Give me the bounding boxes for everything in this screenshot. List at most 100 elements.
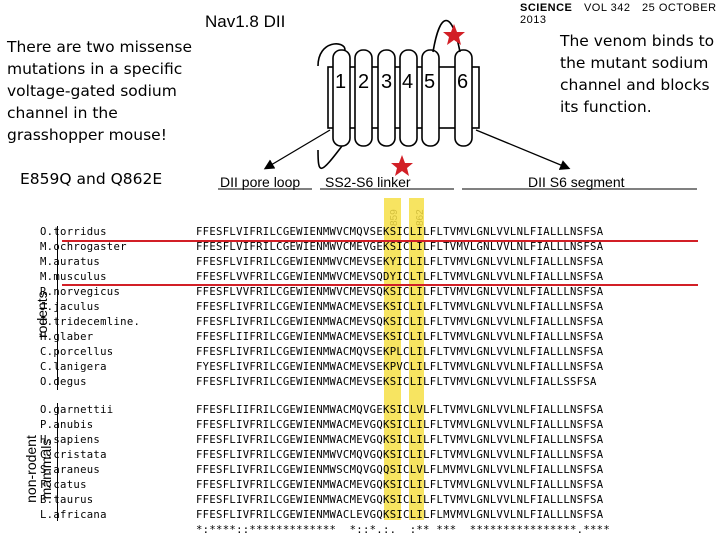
sequence-part-post: KPVCLILFLTVMVLGNLVVLNLFIALLLNSFSA (383, 360, 604, 373)
sequence-part-mid: VS (362, 345, 377, 358)
sequence-part-a: E (356, 375, 363, 388)
sequence-part-mid: VS (362, 270, 377, 283)
species-name: J.jaculus (40, 300, 101, 313)
callout-mutations: E859Q and Q862E (20, 170, 163, 188)
species-name: C.cristata (40, 448, 107, 461)
sequence-part-post: KSICLILFLTVMVLGNLVVLNLFIALLLNSFSA (383, 433, 604, 446)
sequence-part-mid: VG (362, 240, 377, 253)
sequence-part-b: Q (376, 508, 384, 521)
sequence-part-mid: VS (362, 300, 377, 313)
conservation-line: *:****::************* *::*.:. :** *** **… (196, 524, 611, 536)
sequence-part-post: KSICLILFLTVMVLGNLVVLNLFIALLSSFSA (383, 375, 597, 388)
sequence-part-pre: FFESFLIVFRILCGEWIENMWACM (196, 345, 357, 358)
sequence-part-post: KSICLILFLTVMVLGNLVVLNLFIALLLNSFSA (383, 315, 604, 328)
sequence-part-b: Q (376, 493, 384, 506)
sequence-part-a: E (356, 330, 363, 343)
sequence: FFESFLIVFRILCGEWIENMWACMEVGQKSICLILFLTVM… (196, 419, 603, 432)
sequence-part-pre: FFESFLIVFRILCGEWIENMWVCM (196, 448, 357, 461)
sequence-part-a: Q (356, 226, 363, 238)
journal-header: SCIENCE VOL 342 25 OCTOBER 2013 (520, 2, 720, 26)
species-name: O.degus (40, 375, 87, 388)
segment-number-6: 6 (457, 71, 468, 93)
sequence-part-a: E (356, 508, 363, 521)
sequence-part-pre: FFESFLVIFRILCGEWIENMWVCM (196, 255, 357, 268)
sequence: FFESFLIIFRILCGEWIENMWACMQVGEKSICLVLFLTVM… (196, 404, 603, 417)
species-name: R.norvegicus (40, 285, 121, 298)
sequence: FFESFLIVFRILCGEWIENMWACMEVGQKSICLILFLTVM… (196, 479, 603, 492)
sequence-part-mid: VG (362, 418, 377, 431)
sequence-part-a: Q (356, 448, 363, 461)
sequence-part-b: E (376, 404, 384, 416)
sequence: FFESFLIVFRILCGEWIENMWACMEVGQKSICLILFLTVM… (196, 494, 603, 507)
sequence: FFESFLIVFRILCGEWIENMWACMEVSQKSICLILFLTVM… (196, 316, 603, 329)
sequence-part-a: E (356, 255, 363, 268)
sequence: FFESFLIVFRILCGEWIENMWVCMQVGQKSICLILFLTVM… (196, 449, 603, 462)
sequence-part-post: KSICLILFLTVMVLGNLVVLNLFIALLLNSFSA (383, 493, 604, 506)
sequence-part-mid: VG (362, 433, 377, 446)
sequence-part-b: E (376, 375, 384, 388)
sequence-part-post: KSICLILFLTVMVLGNLVVLNLFIALLLNSFSA (383, 240, 604, 253)
sequence-part-mid: VS (362, 330, 377, 343)
sequence-part-pre: FFESFLIVFRILCGEWIENMWACL (196, 508, 357, 521)
sequence-part-mid: VG (362, 478, 377, 491)
sequence-part-post: KYICLILFLTVMVLGNLVVLNLFIALLLNSFSA (383, 255, 604, 268)
sequence-part-b: Q (376, 463, 384, 476)
sequence: FYESFLIVFRILCGEWIENMWACMEVSEKPVCLILFLTVM… (196, 361, 603, 374)
sequence-part-b: E (376, 360, 384, 373)
sequence-part-a: E (356, 315, 363, 328)
arrow-s6-segment (475, 129, 571, 170)
sequence-part-a: E (356, 478, 363, 491)
sequence-part-post: KSICLILFLTVMVLGNLVVLNLFIALLLNSFSA (383, 300, 604, 313)
highlight-column-859 (384, 198, 401, 520)
sequence-part-b: Q (376, 433, 384, 446)
sequence-part-pre: FFESFLIVFRILCGEWIENMWACM (196, 375, 357, 388)
journal-date: 25 OCTOBER 2013 (520, 2, 717, 26)
sequence-part-post: KSICLILFLMVMVLGNLVVLNLFIALLLNSFSA (383, 508, 604, 521)
segment-number-1: 1 (335, 71, 346, 93)
sequence-part-mid: VG (362, 463, 377, 476)
sequence-part-post: KSICLILFLTVMVLGNLVVLNLFIALLLNSFSA (383, 478, 604, 491)
sequence-part-a: Q (356, 345, 363, 358)
helix-segment-6 (454, 49, 473, 147)
sequence-part-post: KPLCLILFLTVMVLGNLVVLNLFIALLLNSFSA (383, 345, 604, 358)
journal-name: SCIENCE (520, 2, 573, 14)
journal-volume: VOL 342 (583, 2, 631, 14)
sequence-part-post: KSICLILFLTVMVLGNLVVLNLFIALLLNSFSA (383, 448, 604, 461)
helix-segment-4 (399, 49, 418, 147)
sequence: FFESFLIVFRILCGEWIENMWACMEVSEKSICLILFLTVM… (196, 376, 597, 389)
sequence-part-b: Q (376, 270, 384, 283)
callout-left: There are two missense mutations in a sp… (7, 38, 193, 144)
bracket-nonrodent (57, 403, 58, 521)
sequence-part-pre: FFESFLIVFRILCGEWIENMWACM (196, 433, 357, 446)
region-label-s6: DII S6 segment (528, 174, 625, 190)
star-icon-top (443, 24, 465, 45)
sequence-part-a: Q (356, 404, 363, 416)
callout-right: The venom binds to the mutant sodium cha… (560, 32, 715, 116)
sequence: FFESFLIVFRILCGEWIENMWACMQVSEKPLCLILFLTVM… (196, 346, 603, 359)
redline-torridus (62, 240, 698, 242)
sequence-part-pre: FFESFLVVFRILCGEWIENMWVCM (196, 270, 357, 283)
species-name: P.anubis (40, 418, 94, 431)
sequence-part-b: Q (376, 315, 384, 328)
sequence-part-b: E (376, 345, 384, 358)
sequence-part-pre: FFESFLIVFRILCGEWIENMWSCM (196, 463, 357, 476)
segment-number-4: 4 (402, 71, 413, 93)
species-name: I.tridecemline. (40, 315, 141, 328)
sequence-part-a: E (356, 285, 363, 298)
highlight-column-862 (409, 198, 424, 520)
sequence-part-a: E (356, 360, 363, 373)
sequence-part-post: KSICLILFLTVMVLGNLVVLNLFIALLLNSFSA (383, 330, 604, 343)
extracellular-loop (317, 43, 346, 67)
sequence-part-post: DYICLTLFLTVMVLGNLVVLNLFIALLLNSFSA (383, 270, 604, 283)
species-name: C.porcellus (40, 345, 114, 358)
sequence-part-a: E (356, 418, 363, 431)
species-name: H.sapiens (40, 433, 101, 446)
sequence-part-pre: FFESFLVIFRILCGEWIENMWVCM (196, 240, 357, 253)
sequence-part-mid: VS (362, 375, 377, 388)
species-name: F.catus (40, 478, 87, 491)
sequence: FFESFLIIFRILCGEWIENMWACMEVSEKSICLILFLTVM… (196, 331, 603, 344)
species-name: H.glaber (40, 330, 94, 343)
sequence: FFESFLVIFRILCGEWIENMWVCMQVSEKSICLILFLTVM… (196, 226, 603, 239)
sequence: FFESFLVVFRILCGEWIENMWVCMEVSQDYICLTLFLTVM… (196, 271, 603, 284)
